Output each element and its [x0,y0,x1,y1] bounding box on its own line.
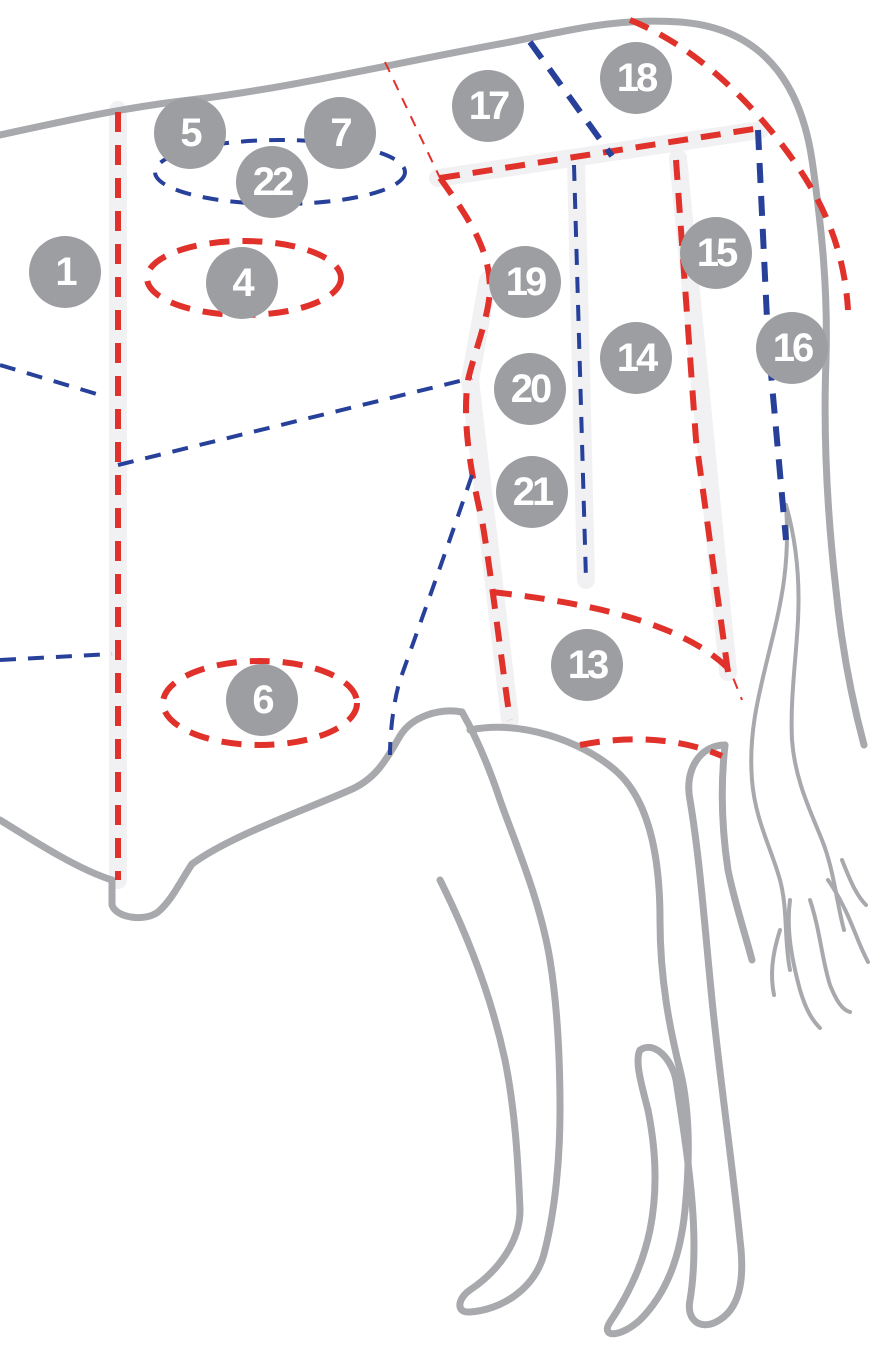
badge-16: 16 [756,312,828,384]
inner-thigh-outline [722,745,752,960]
badge-19-label: 19 [506,260,546,304]
badge-5: 5 [154,97,226,169]
badge-15: 15 [680,217,752,289]
ellipse-cuts [147,140,405,745]
badge-4: 4 [206,247,278,319]
badge-7-label: 7 [330,111,351,155]
badge-22: 22 [236,146,308,218]
badge-18: 18 [600,42,672,114]
cut-line-rump-blue-diagonal [530,42,612,156]
badge-15-label: 15 [697,231,738,275]
badge-16-label: 16 [773,326,813,370]
badge-7: 7 [304,97,376,169]
front-hind-leg-outline [440,712,560,1312]
badge-13-label: 13 [568,643,608,687]
cut-line-rib-diagonal [118,378,472,465]
badge-17-label: 17 [469,84,509,128]
badge-18-label: 18 [617,56,658,100]
badge-20-label: 20 [511,367,551,411]
cut-line-chuck-upper [0,365,100,395]
badge-6: 6 [226,664,298,736]
badge-21: 21 [496,456,568,528]
badge-5-label: 5 [180,111,202,155]
badge-1-label: 1 [55,250,77,294]
cut-line-halos [118,110,760,880]
badge-17: 17 [452,70,524,142]
badge-6-label: 6 [252,678,273,722]
badge-19: 19 [489,246,561,318]
badge-14: 14 [600,322,672,394]
cut-line-brisket [0,654,112,660]
cut-lines [0,20,848,880]
badge-21-label: 21 [513,470,554,514]
badge-20: 20 [494,353,566,425]
rear-hind-leg-outline [470,727,688,1333]
badge-13: 13 [551,629,623,701]
badge-14-label: 14 [617,336,659,380]
badge-22-label: 22 [253,160,293,204]
badge-1: 1 [29,236,101,308]
tail [751,505,868,1028]
